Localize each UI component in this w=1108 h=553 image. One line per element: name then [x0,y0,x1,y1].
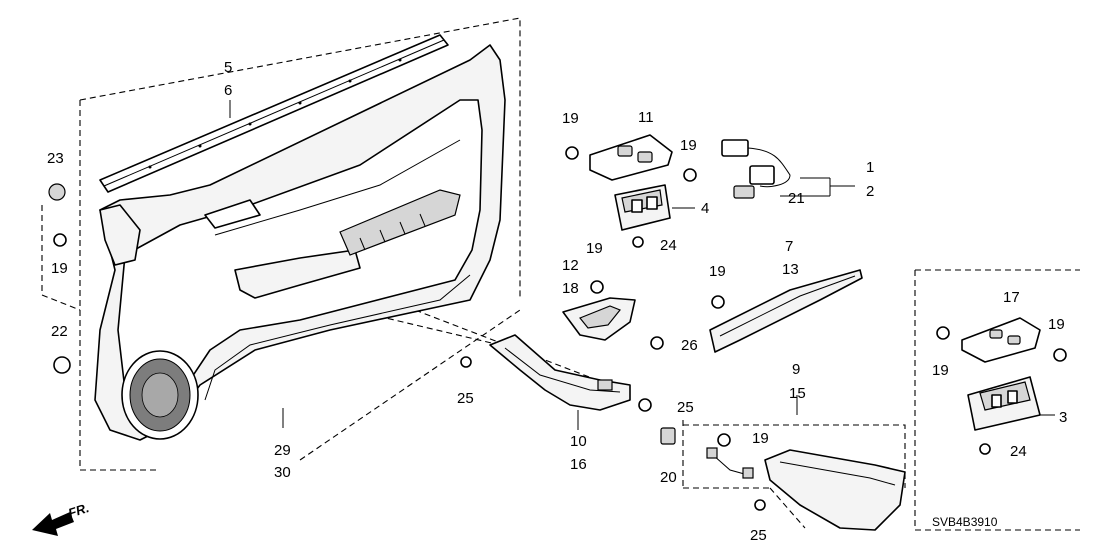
callout-21: 21 [788,190,805,207]
wire-harness [721,139,791,199]
callout-19: 19 [680,137,697,154]
callout-12: 12 [562,257,579,274]
callout-19: 19 [586,240,603,257]
diagram-code: SVB4B3910 [932,515,998,529]
callout-25: 25 [457,390,474,407]
callout-7: 7 [785,238,793,255]
callout-19: 19 [51,260,68,277]
callout-25: 25 [750,527,767,544]
callout-19: 19 [1048,316,1065,333]
armrest-pad [709,269,863,353]
harness-lead [706,447,754,479]
callout-24: 24 [660,237,677,254]
inside-handle-bezel [562,297,636,341]
front-marker: FR. [66,500,91,521]
callout-20: 20 [660,469,677,486]
callout-16: 16 [570,456,587,473]
callout-labels: 1 2 3 4 5 6 7 9 10 11 12 13 15 16 17 18 … [47,59,1067,544]
callout-15: 15 [789,385,806,402]
callout-19: 19 [709,263,726,280]
callout-23: 23 [47,150,64,167]
boundary-lines [41,17,1080,531]
callout-26: 26 [681,337,698,354]
callout-13: 13 [782,261,799,278]
callout-10: 10 [570,433,587,450]
callout-1: 1 [866,159,874,176]
callout-19: 19 [752,430,769,447]
clip-icon [660,427,676,445]
pull-pocket-bracket [489,334,631,411]
callout-9: 9 [792,361,800,378]
switch-panel-11 [589,134,673,181]
screw-icon [460,236,991,511]
callout-19: 19 [562,110,579,127]
callout-3: 3 [1059,409,1067,426]
callout-25: 25 [677,399,694,416]
callout-6: 6 [224,82,232,99]
callout-17: 17 [1003,289,1020,306]
callout-5: 5 [224,59,232,76]
callout-11: 11 [638,109,654,126]
power-window-switch-4 [614,184,671,231]
callout-4: 4 [701,200,709,217]
switch-panel-17 [961,317,1041,363]
door-lining-panel [94,44,506,441]
callout-24: 24 [1010,443,1027,460]
window-weatherstrip [99,34,449,193]
power-window-switch-3 [967,376,1041,431]
door-trim-garnish [764,449,906,531]
fastener-icon [48,146,1067,447]
callout-2: 2 [866,183,874,200]
callout-30: 30 [274,464,291,481]
front-arrow-icon [32,512,74,536]
callout-29: 29 [274,442,291,459]
callout-18: 18 [562,280,579,297]
callout-19: 19 [932,362,949,379]
callout-22: 22 [51,323,68,340]
leader-lines [229,100,1055,430]
